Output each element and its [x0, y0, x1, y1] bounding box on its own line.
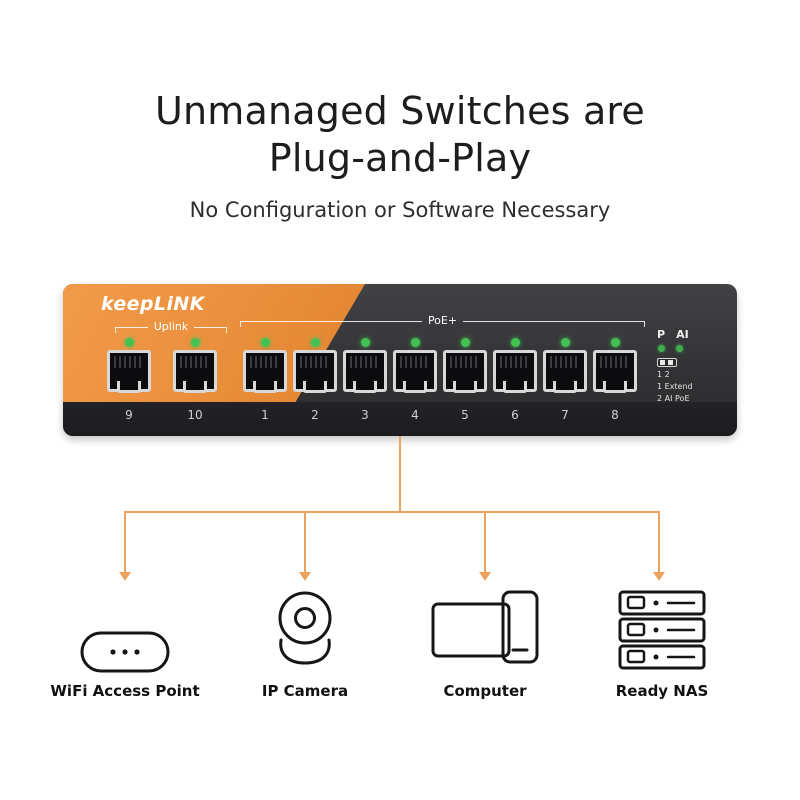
port-number: 4: [411, 408, 419, 422]
dip-numbers: 1 2: [657, 370, 670, 379]
port-led: [410, 338, 420, 347]
port-led: [310, 338, 320, 347]
connector-drop-3: [484, 511, 486, 573]
port-number: 10: [187, 408, 203, 422]
indicator-panel: P AI 1 2 1 Extend 2 AI PoE: [657, 328, 733, 404]
port-3: 3: [343, 338, 387, 422]
connector-stem: [399, 436, 401, 513]
indicator-leds: [658, 345, 733, 352]
p-led: [658, 345, 665, 352]
device-label-ip-camera: IP Camera: [261, 682, 349, 700]
port-number: 7: [561, 408, 569, 422]
rj45-port: [593, 350, 637, 392]
rj45-port: [173, 350, 217, 392]
port-number: 2: [311, 408, 319, 422]
port-number: 6: [511, 408, 519, 422]
port-number: 3: [361, 408, 369, 422]
port-8: 8: [593, 338, 637, 422]
rj45-port: [243, 350, 287, 392]
wifi-access-point-icon: [79, 630, 171, 674]
port-led: [610, 338, 620, 347]
port-led: [560, 338, 570, 347]
port-5: 5: [443, 338, 487, 422]
page-title: Unmanaged Switches are Plug-and-Play: [0, 88, 800, 182]
arrow-down-icon: [119, 572, 131, 581]
port-10: 10: [173, 338, 217, 422]
title-line-2: Plug-and-Play: [268, 136, 532, 180]
uplink-bracket: Uplink: [115, 320, 227, 334]
rj45-port: [443, 350, 487, 392]
ai-poe-label: 2 AI PoE: [657, 394, 690, 403]
device-label-computer: Computer: [443, 682, 527, 700]
port-4: 4: [393, 338, 437, 422]
brand-logo: keepLiNK: [101, 293, 205, 315]
port-led: [260, 338, 270, 347]
port-number: 5: [461, 408, 469, 422]
switch-bottom-strip: [63, 402, 737, 436]
ai-led: [676, 345, 683, 352]
dip-switch-icon: [657, 358, 677, 367]
port-led: [460, 338, 470, 347]
uplink-port-group: 9 10: [107, 338, 217, 422]
p-label: P: [657, 328, 666, 341]
poe-bracket: PoE+: [240, 314, 646, 328]
rj45-port: [107, 350, 151, 392]
bracket-line: [115, 327, 148, 333]
port-9: 9: [107, 338, 151, 422]
nas-icon: [616, 588, 708, 672]
rj45-port: [343, 350, 387, 392]
computer-icon: [429, 588, 541, 668]
connector-drop-4: [658, 511, 660, 573]
ip-camera-icon: [271, 590, 339, 672]
poe-label: PoE+: [427, 314, 458, 327]
connector-horizontal: [124, 511, 660, 513]
port-7: 7: [543, 338, 587, 422]
bracket-line: [463, 321, 646, 327]
rj45-port: [543, 350, 587, 392]
connector-drop-1: [124, 511, 126, 573]
arrow-down-icon: [299, 572, 311, 581]
title-line-1: Unmanaged Switches are: [154, 89, 645, 133]
device-label-ready-nas: Ready NAS: [615, 682, 709, 700]
rj45-port: [293, 350, 337, 392]
page-subtitle: No Configuration or Software Necessary: [189, 198, 611, 222]
port-led: [510, 338, 520, 347]
port-number: 8: [611, 408, 619, 422]
rj45-port: [393, 350, 437, 392]
port-6: 6: [493, 338, 537, 422]
port-led: [190, 338, 200, 347]
bracket-line: [240, 321, 422, 327]
connector-drop-2: [304, 511, 306, 573]
port-number: 1: [261, 408, 269, 422]
rj45-port: [493, 350, 537, 392]
extend-label: 1 Extend: [657, 382, 693, 391]
bracket-line: [194, 327, 227, 333]
port-led: [124, 338, 134, 347]
uplink-label: Uplink: [153, 320, 189, 333]
port-2: 2: [293, 338, 337, 422]
poe-port-group: 1 2 3 4 5: [243, 338, 637, 422]
arrow-down-icon: [479, 572, 491, 581]
port-1: 1: [243, 338, 287, 422]
device-label-wifi-access-point: WiFi Access Point: [50, 682, 200, 700]
ai-label: AI: [676, 328, 689, 341]
network-switch: keepLiNK Uplink PoE+ 9 10: [63, 284, 737, 436]
port-number: 9: [125, 408, 133, 422]
port-led: [360, 338, 370, 347]
p-ai-labels: P AI: [657, 328, 733, 341]
arrow-down-icon: [653, 572, 665, 581]
